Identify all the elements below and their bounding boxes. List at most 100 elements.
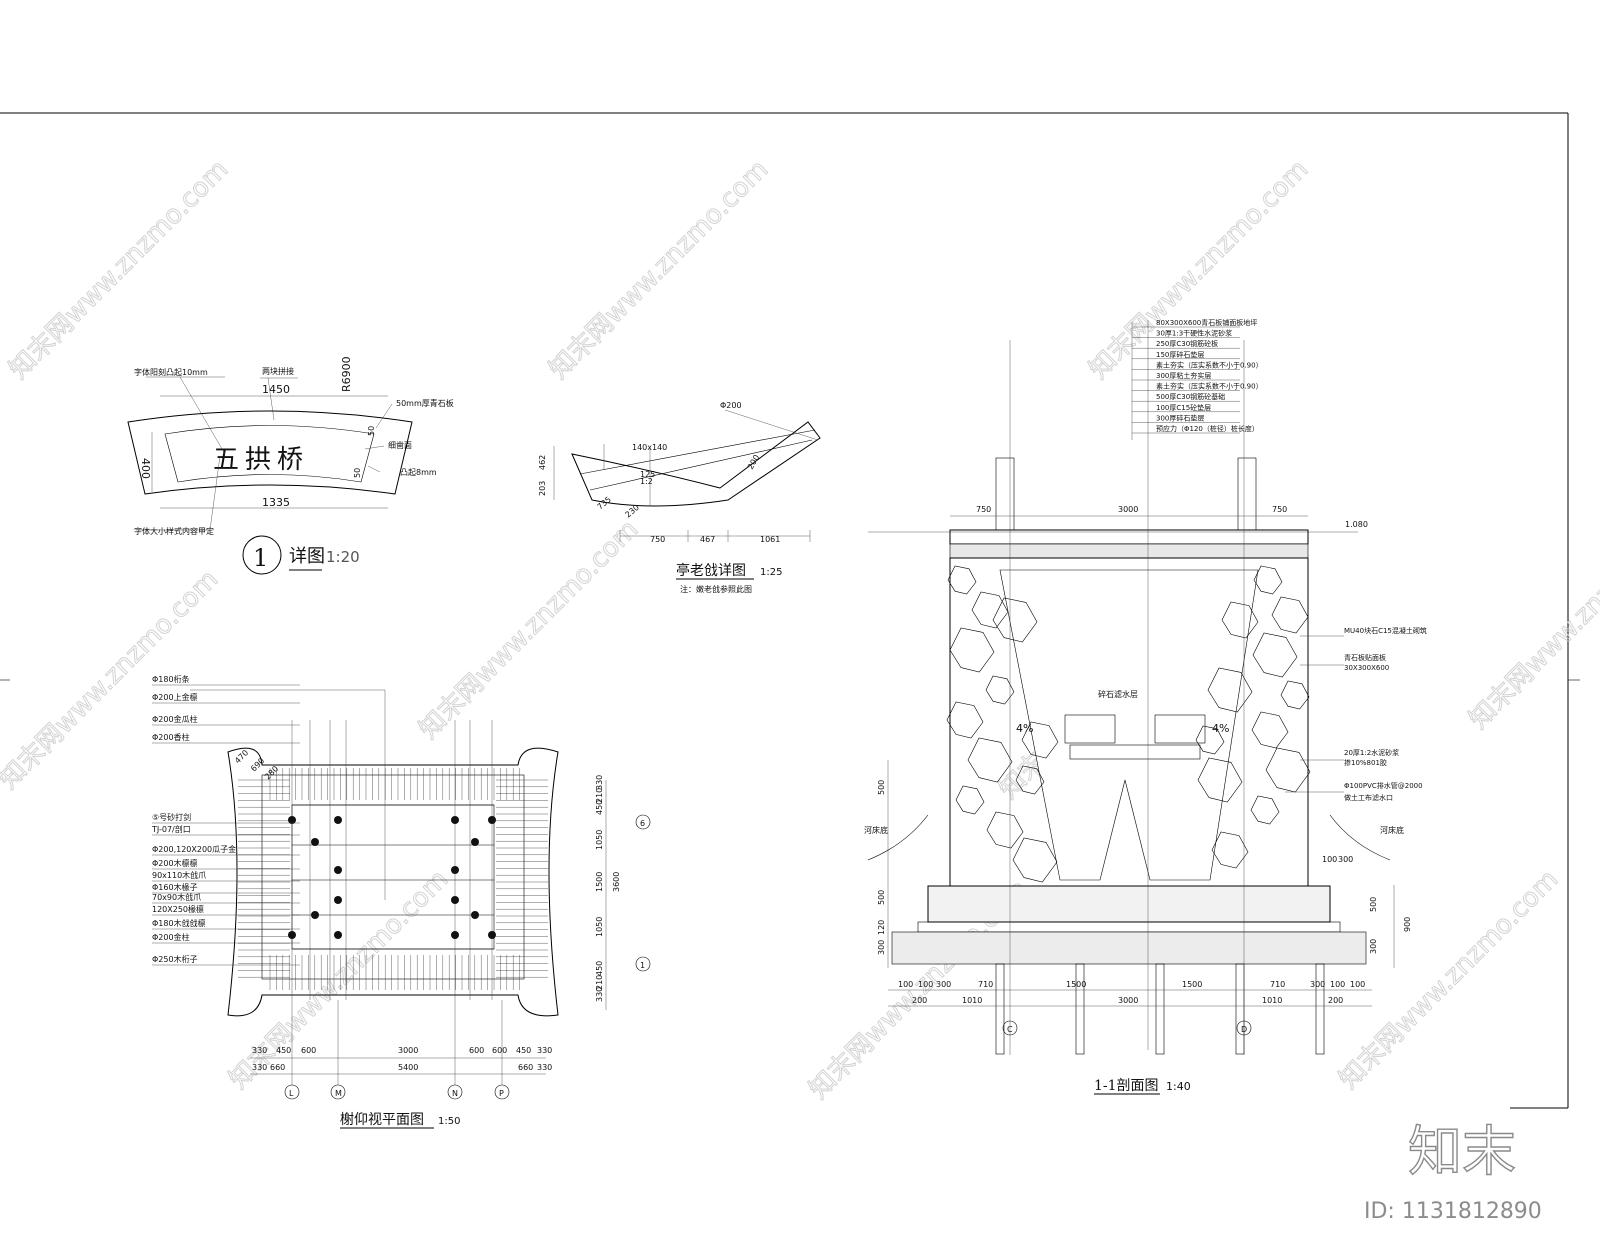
- axis-label: D: [1241, 1025, 1247, 1034]
- plan-callout: Φ180木戗戗檩: [152, 918, 206, 928]
- rubble-stone: [1280, 680, 1310, 710]
- plan-dim: 600: [492, 1046, 507, 1055]
- plan-callout: Φ180桁条: [152, 674, 190, 684]
- rubble-stone: [1265, 747, 1311, 793]
- section-dim: 710: [1270, 980, 1285, 989]
- right-note: 20厚1:2水泥砂浆: [1344, 748, 1399, 757]
- column-marker: [471, 911, 479, 919]
- watermark-text: 知末网www.znzmo.com: [4, 154, 235, 385]
- axis-bubble: [284, 1084, 300, 1100]
- axis-label: M: [335, 1089, 342, 1098]
- watermark-text: 知末网www.znzmo.com: [414, 514, 645, 745]
- section-dim: 500: [1369, 897, 1378, 912]
- section-dim: 1500: [1066, 980, 1086, 989]
- rubble-stone: [1195, 725, 1225, 755]
- pile: [995, 963, 1005, 1055]
- rubble-stone: [1015, 765, 1045, 795]
- plan-dim: 330: [252, 1063, 267, 1072]
- plan-dim: 1500: [595, 872, 604, 892]
- plan-callout: Φ200木檩檩: [152, 858, 198, 868]
- plan-dim: 470: [233, 748, 250, 765]
- layer-note: 300厚粘土夯实层: [1156, 371, 1211, 380]
- plan-dim: 660: [518, 1063, 533, 1072]
- rubble-stone: [992, 597, 1038, 643]
- section-dim: 900: [1403, 917, 1412, 932]
- plan-callout: Φ250木桁子: [152, 954, 198, 964]
- pile: [1235, 963, 1245, 1055]
- eave-d1: 750: [650, 535, 665, 544]
- rubble-stone: [946, 701, 984, 739]
- column-marker: [288, 931, 296, 939]
- column-marker: [451, 931, 459, 939]
- purlin-lines: [291, 720, 494, 1000]
- axis-label: 6: [640, 819, 645, 828]
- axis-label: N: [452, 1089, 458, 1098]
- column-marker: [451, 866, 459, 874]
- dim-400: 400: [139, 458, 152, 479]
- axis-bubble: [1236, 1020, 1252, 1036]
- plan-callout: ⑤号砂打剑: [152, 812, 191, 822]
- section-dim: 750: [976, 505, 991, 514]
- layer-note: 素土夯实（压实系数不小于0.90）: [1156, 382, 1263, 391]
- pile: [1155, 963, 1165, 1055]
- axis-bubble: [635, 956, 651, 972]
- plan-callout: Φ200上金檩: [152, 692, 198, 702]
- rubble-stone: [1197, 757, 1243, 803]
- plan-callout: 120X250椽檩: [152, 904, 204, 914]
- section-dim: 100: [1322, 855, 1337, 864]
- section-dim: 300: [1310, 980, 1325, 989]
- eave-d2: 467: [700, 535, 715, 544]
- right-note: 30X300X600: [1344, 664, 1389, 672]
- section-dim: 750: [1272, 505, 1287, 514]
- axis-bubble: [494, 1084, 510, 1100]
- plan-dim: 5400: [398, 1063, 418, 1072]
- column-marker: [334, 931, 342, 939]
- note-raised-text: 字体阳刻凸起10mm: [134, 367, 208, 377]
- axis-label: 1: [640, 961, 645, 970]
- section-dim: 3000: [1118, 505, 1138, 514]
- section-dim: 100: [1330, 980, 1345, 989]
- river-bed-left: 河床底: [864, 825, 888, 835]
- column-marker: [288, 816, 296, 824]
- dim-50b: 50: [353, 468, 362, 478]
- section-dim: 300: [1369, 939, 1378, 954]
- watermark-text: 知末网www.znzmo.com: [544, 154, 775, 385]
- plan-scale: 1:50: [438, 1116, 460, 1127]
- plan-dim: 660: [270, 1063, 285, 1072]
- eave-size140: 140x140: [632, 443, 667, 452]
- eave-title: 亭老戗详图: [676, 562, 746, 579]
- eave-phi200: Φ200: [720, 401, 742, 410]
- rubble-stone: [1252, 632, 1298, 678]
- rubble-stone: [1221, 601, 1259, 639]
- right-note: Φ100PVC排水管@2000: [1344, 781, 1423, 790]
- axis-label: L: [289, 1089, 294, 1098]
- image-id: ID: 1131812890: [1364, 1199, 1542, 1224]
- plan-dim: 3000: [398, 1046, 418, 1055]
- section-dim: 3000: [1118, 996, 1138, 1005]
- dim-1335: 1335: [262, 496, 290, 509]
- dim-r6900: R6900: [340, 356, 353, 392]
- rubble-stone-pattern: [946, 565, 1311, 883]
- rubble-stone: [947, 565, 977, 595]
- plan-dim: 330: [537, 1046, 552, 1055]
- detail-1-number: 1: [253, 544, 268, 572]
- note-raised-8: 凸起8mm: [400, 468, 437, 477]
- axis-bubble: [635, 814, 651, 830]
- plan-dim: 1050: [595, 917, 604, 937]
- plan-dim: 450: [595, 800, 604, 815]
- plan-callout: 90x110木戗爪: [152, 870, 206, 880]
- section-dim: 100: [1350, 980, 1365, 989]
- plan-dim: 280: [263, 764, 280, 781]
- column-marker: [311, 838, 319, 846]
- detail-1-scale: 1:20: [326, 548, 360, 566]
- plan-callout: Φ200金瓜柱: [152, 714, 198, 724]
- dim-50a: 50: [367, 426, 376, 436]
- pile: [1075, 963, 1085, 1055]
- column-marker: [311, 911, 319, 919]
- dim-1450: 1450: [262, 383, 290, 396]
- sheet-frame: [0, 112, 1580, 1109]
- detail-1-title: 详图: [289, 546, 325, 567]
- section-dim: 100: [898, 980, 913, 989]
